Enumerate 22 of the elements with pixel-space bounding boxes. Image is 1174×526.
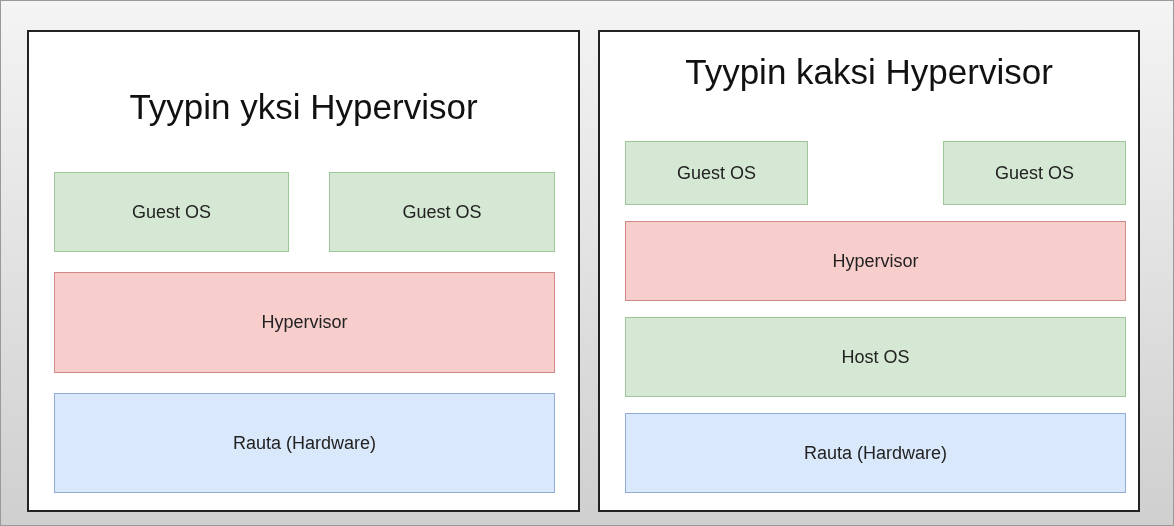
layer-label: Hypervisor [261,312,348,333]
panel-title: Tyypin kaksi Hypervisor [684,52,1054,92]
layer-label: Guest OS [132,201,211,223]
layer-label: Host OS [841,346,910,368]
hypervisor-panel [27,30,580,512]
os-layer-box [54,172,289,252]
layer-label: Rauta (Hardware) [232,432,377,454]
layer-label: Guest OS [402,201,482,223]
hypervisor-layer-box [625,221,1126,301]
os-layer-box [625,317,1126,397]
hypervisor-panel [598,30,1140,512]
hypervisor-layer-box [54,272,555,373]
layer-label: Rauta (Hardware) [803,442,948,464]
layer-label: Guest OS [677,162,756,184]
os-layer-box [943,141,1126,205]
layer-label: Hypervisor [832,250,919,272]
panel-title: Tyypin yksi Hypervisor [128,87,479,127]
layer-label: Guest OS [995,162,1074,184]
hardware-layer-box [625,413,1126,493]
os-layer-box [625,141,808,205]
hardware-layer-box [54,393,555,493]
os-layer-box [329,172,555,252]
